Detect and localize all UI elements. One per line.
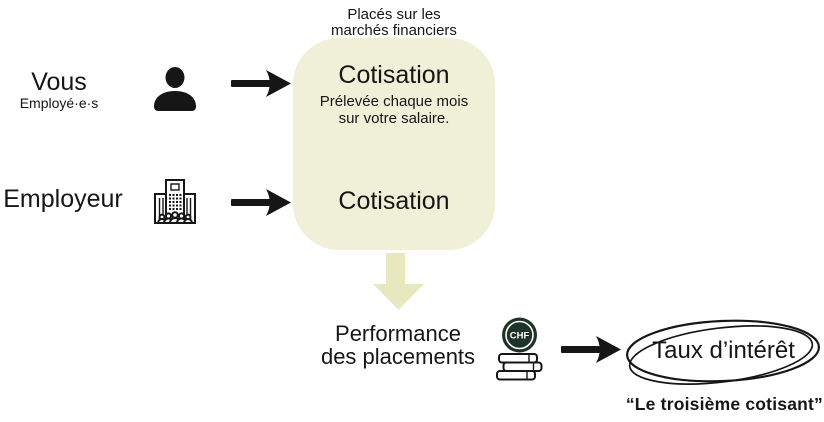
employee-source: Vous Employé·e·s [0, 69, 118, 111]
performance-label-line2: des placements [320, 343, 476, 369]
markets-label-line2: marchés financiers [331, 21, 457, 39]
employee-title: Vous [31, 68, 87, 96]
interest-rate-label: Taux d’intérêt [652, 337, 795, 364]
employee-cotisation-subtitle-line2: sur votre salaire. [338, 110, 450, 127]
person-icon [154, 67, 196, 111]
employer-title: Employeur [3, 185, 123, 213]
performance-label: Performance des placements [303, 321, 493, 369]
arrow-employer-to-box [231, 189, 291, 216]
employee-cotisation-subtitle-line1: Prélevée chaque mois [319, 93, 469, 110]
employer-cotisation-title: Cotisation [338, 187, 450, 215]
company-building-icon [154, 179, 196, 224]
performance-label-line1: Performance [335, 321, 461, 346]
employee-cotisation-subtitle: Prélevée chaque mois sur votre salaire. [293, 93, 495, 127]
chf-coins-icon: CHF [496, 317, 543, 381]
down-arrow-icon [373, 253, 424, 310]
employee-subtitle: Employé·e·s [19, 95, 99, 111]
building-windows [169, 194, 182, 210]
coin-stack [496, 353, 543, 381]
third-contributor-footnote: “Le troisième cotisant” [625, 394, 823, 414]
building-people [156, 211, 194, 224]
markets-label-line1: Placés sur les [347, 6, 441, 23]
arrow-employee-to-box [231, 70, 291, 97]
employer-source: Employeur [0, 186, 126, 212]
hand-drawn-ellipse [625, 319, 821, 385]
employee-cotisation-title: Cotisation [338, 61, 450, 89]
coin-currency-label: CHF [510, 331, 530, 342]
markets-label: Placés sur les marchés financiers [293, 7, 495, 38]
contribution-box [293, 38, 495, 250]
arrow-performance-to-interest [561, 336, 621, 363]
